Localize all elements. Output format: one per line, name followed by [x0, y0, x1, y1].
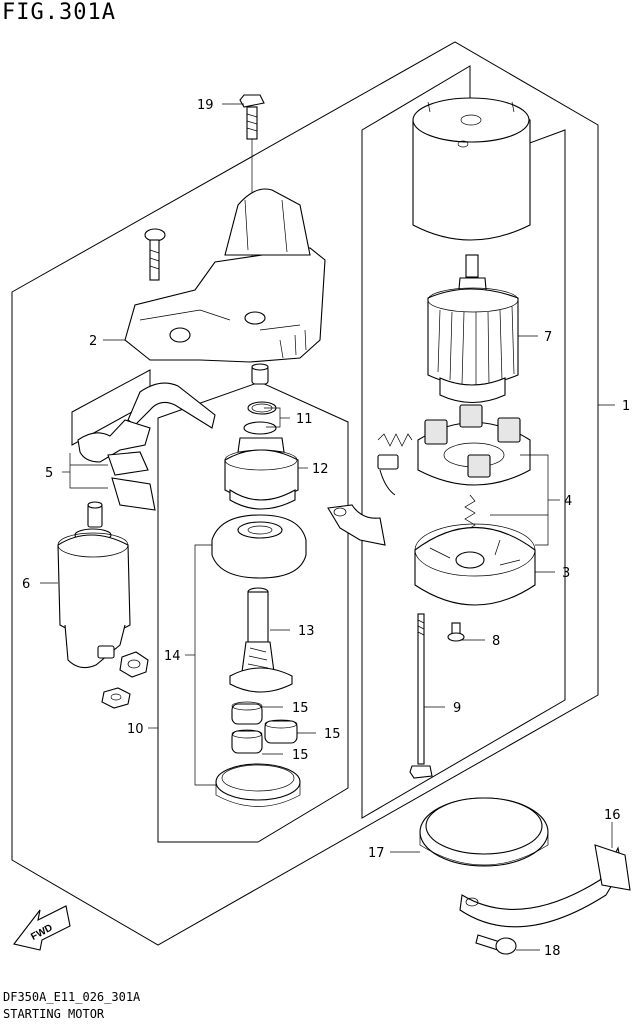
callout-5: 5 — [45, 466, 53, 481]
front-housing-2 — [124, 188, 326, 363]
spring-left — [377, 433, 413, 470]
brush-holder-4 — [417, 404, 531, 486]
callout-16: 16 — [604, 808, 621, 823]
callout-10: 10 — [127, 722, 144, 737]
planet-gear-b — [264, 719, 298, 744]
callout-17: 17 — [368, 846, 385, 861]
callout-9: 9 — [453, 701, 461, 716]
callout-6: 6 — [22, 577, 30, 592]
ring-11 — [247, 401, 277, 415]
callout-2: 2 — [89, 334, 97, 349]
bolt-18 — [475, 934, 517, 955]
callout-4: 4 — [564, 494, 572, 509]
callout-numbers: 19 2 5 6 10 11 12 13 14 15 15 15 7 1 4 3… — [22, 98, 630, 959]
through-bolt-9 — [409, 613, 433, 779]
callout-8: 8 — [492, 634, 500, 649]
callout-15-c: 15 — [292, 748, 309, 763]
shaft-13 — [229, 587, 293, 693]
figure-name: STARTING MOTOR — [3, 1007, 105, 1021]
nut-large — [119, 651, 149, 678]
bushing — [251, 363, 269, 385]
plate-5b — [111, 477, 156, 511]
callout-3: 3 — [562, 566, 570, 581]
brush-lead — [327, 469, 396, 546]
lever-5 — [77, 382, 216, 463]
figure-title: FIG.301A — [2, 0, 116, 25]
callout-7: 7 — [544, 330, 552, 345]
motor-group-boundary — [361, 65, 566, 819]
planet-gear-a — [231, 701, 263, 725]
callout-12: 12 — [312, 462, 329, 477]
callout-15-b: 15 — [324, 727, 341, 742]
planet-gear-c — [231, 729, 263, 754]
spring-mid — [464, 494, 476, 532]
callout-11: 11 — [296, 412, 313, 427]
callout-19: 19 — [197, 98, 214, 113]
callout-13: 13 — [298, 624, 315, 639]
screw-8 — [447, 622, 465, 642]
figure-code: DF350A_E11_026_301A — [3, 990, 141, 1004]
strap-17 — [419, 797, 549, 867]
assembly-boundary — [11, 41, 599, 946]
solenoid-6 — [57, 501, 131, 669]
callout-1: 1 — [622, 399, 630, 414]
callout-15-a: 15 — [292, 701, 309, 716]
internal-gear-ring — [215, 763, 301, 807]
nut-small — [101, 687, 131, 709]
leader-lines — [40, 103, 615, 951]
callout-18: 18 — [544, 944, 561, 959]
pinion-12 — [224, 421, 299, 510]
bolt-housing — [144, 228, 166, 281]
end-frame-3 — [414, 523, 536, 606]
armature-7 — [427, 254, 519, 403]
fwd-arrow-icon: FWD — [13, 905, 71, 951]
gear-housing-plate — [211, 514, 307, 579]
bracket-16 — [459, 844, 631, 928]
callout-14: 14 — [164, 649, 181, 664]
yoke — [412, 97, 531, 241]
plate-5a — [107, 451, 149, 476]
